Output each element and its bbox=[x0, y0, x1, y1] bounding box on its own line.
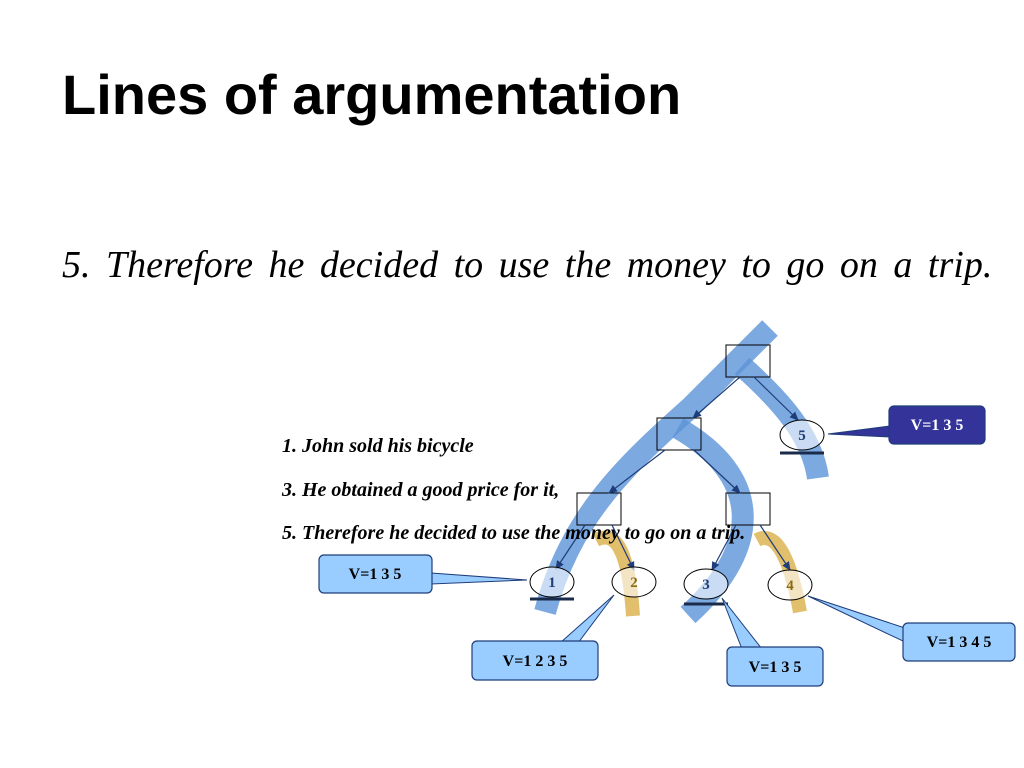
leaf-node-1 bbox=[529, 566, 575, 598]
callout-node-5: V=1 3 5 bbox=[827, 405, 986, 445]
leaf-nodes: 5 1 2 3 4 bbox=[529, 419, 825, 606]
leaf-node-2 bbox=[611, 566, 657, 598]
inner-box-bottom-left bbox=[576, 492, 622, 526]
callout-node-3-pointer bbox=[721, 597, 764, 650]
callout-node-1-box bbox=[318, 554, 433, 594]
callout-node-2: V=1 2 3 5 bbox=[471, 594, 615, 681]
callout-node-2-box bbox=[471, 640, 599, 681]
callout-node-4-pointer bbox=[807, 595, 906, 643]
callout-node-2-text: V=1 2 3 5 bbox=[503, 653, 568, 670]
edge-left-to-bottom-right bbox=[693, 449, 741, 494]
callout-node-4: V=1 3 4 5 bbox=[807, 595, 1016, 662]
callout-node-5-text: V=1 3 5 bbox=[911, 417, 964, 434]
edge-left-to-bottom-left bbox=[608, 449, 666, 494]
inner-box-left bbox=[656, 417, 702, 451]
callout-node-1-text: V=1 3 5 bbox=[349, 566, 402, 583]
callout-node-3: V=1 3 5 bbox=[721, 597, 824, 687]
edge-root-to-left bbox=[692, 376, 741, 419]
edge-bottom-left-to-2 bbox=[611, 524, 635, 571]
callout-node-1: V=1 3 5 bbox=[318, 554, 528, 594]
callout-node-5-box bbox=[888, 405, 986, 445]
leaf-node-3-label: 3 bbox=[702, 577, 710, 593]
callout-node-5-pointer bbox=[827, 425, 891, 438]
callout-node-4-text: V=1 3 4 5 bbox=[927, 634, 992, 651]
slide-title: Lines of argumentation bbox=[62, 63, 682, 126]
inner-box-bottom-right bbox=[725, 492, 771, 526]
leaf-node-5-label: 5 bbox=[798, 428, 806, 444]
leaf-node-2-label: 2 bbox=[630, 575, 638, 591]
leaf-node-1-label: 1 bbox=[548, 575, 556, 591]
leaf-node-4-label: 4 bbox=[786, 578, 794, 594]
sentence-3: 3. He obtained a good price for it, bbox=[281, 479, 559, 501]
leaf-node-4 bbox=[767, 569, 813, 601]
edge-bottom-left-to-1 bbox=[555, 524, 586, 570]
edge-root-to-5 bbox=[753, 376, 799, 421]
tree-edges bbox=[555, 376, 799, 571]
sentence-list: 1. John sold his bicycle 3. He obtained … bbox=[281, 435, 745, 544]
leaf-node-5 bbox=[779, 419, 825, 451]
argument-point: 5. Therefore he decided to use the money… bbox=[62, 244, 993, 286]
edge-bottom-right-to-3 bbox=[711, 524, 737, 571]
tree-boxes bbox=[576, 344, 771, 526]
callout-node-3-text: V=1 3 5 bbox=[749, 659, 802, 676]
callout-node-4-box bbox=[902, 622, 1016, 662]
callout-node-3-box bbox=[726, 646, 824, 687]
callout-node-2-pointer bbox=[558, 594, 615, 644]
callout-node-1-pointer bbox=[430, 572, 528, 585]
edge-bottom-right-to-4 bbox=[759, 524, 791, 571]
sentence-5: 5. Therefore he decided to use the money… bbox=[282, 522, 745, 544]
root-box bbox=[725, 344, 771, 378]
leaf-node-3 bbox=[683, 568, 729, 600]
sentence-1: 1. John sold his bicycle bbox=[282, 435, 474, 457]
